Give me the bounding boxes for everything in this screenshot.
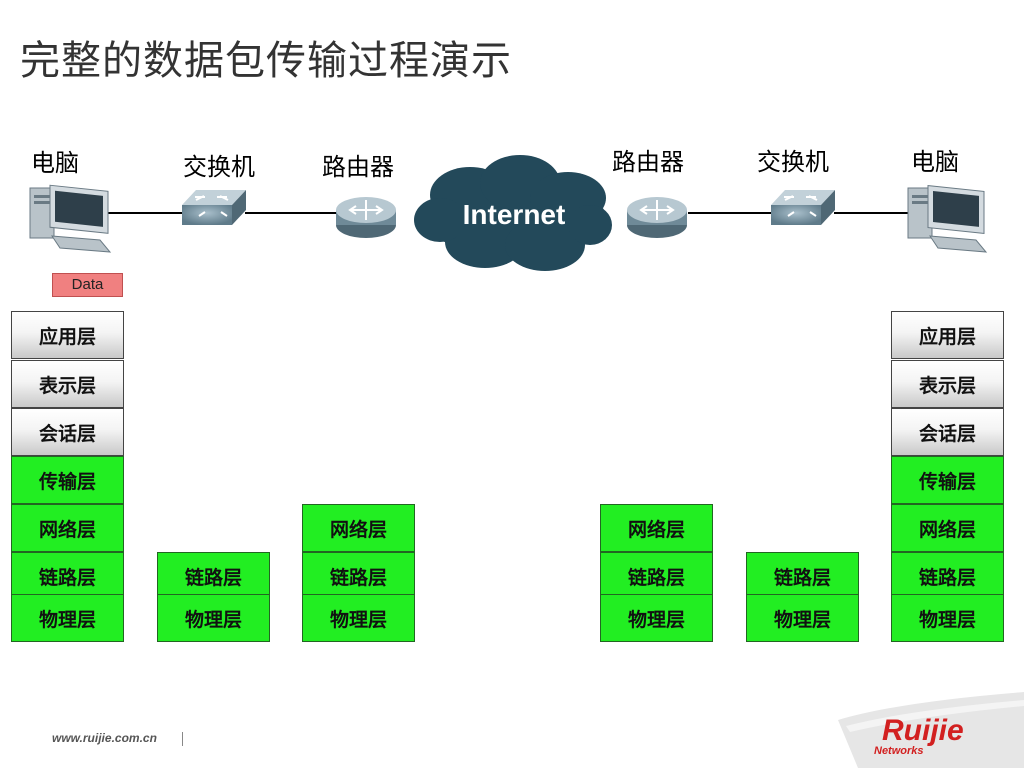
layer-physical-router-right: 物理层 (600, 594, 713, 642)
computer-icon (29, 184, 112, 253)
router-icon (627, 197, 687, 238)
layer-physical-left: 物理层 (11, 594, 124, 642)
logo-swoosh-icon: Ruijie Networks (838, 692, 1024, 768)
computer-icon (907, 184, 988, 253)
footer-divider (182, 732, 183, 746)
layer-physical-right: 物理层 (891, 594, 1004, 642)
layer-network-right: 网络层 (891, 504, 1004, 552)
switch-left-label: 交换机 (183, 153, 255, 181)
layer-datalink-router-right: 链路层 (600, 552, 713, 600)
page-title: 完整的数据包传输过程演示 (20, 38, 512, 84)
layer-application-right: 应用层 (891, 311, 1004, 359)
pc-right-label: 电脑 (911, 148, 959, 176)
layer-presentation-right: 表示层 (891, 360, 1004, 408)
switch-right-label: 交换机 (757, 148, 829, 176)
layer-physical-switch-left: 物理层 (157, 594, 270, 642)
data-packet: Data (52, 273, 123, 297)
layer-presentation-left: 表示层 (11, 360, 124, 408)
layer-session-right: 会话层 (891, 408, 1004, 456)
layer-physical-router-left: 物理层 (302, 594, 415, 642)
internet-label: Internet (463, 199, 566, 230)
layer-session-left: 会话层 (11, 408, 124, 456)
layer-application-left: 应用层 (11, 311, 124, 359)
layer-datalink-switch-left: 链路层 (157, 552, 270, 600)
layer-transport-left: 传输层 (11, 456, 124, 504)
layer-network-router-right: 网络层 (600, 504, 713, 552)
layer-network-left: 网络层 (11, 504, 124, 552)
router-right-label: 路由器 (612, 148, 684, 176)
layer-physical-switch-right: 物理层 (746, 594, 859, 642)
layer-datalink-left: 链路层 (11, 552, 124, 600)
ruijie-logo: Ruijie Networks (838, 692, 1024, 768)
logo-brand: Ruijie (882, 714, 964, 747)
layer-datalink-switch-right: 链路层 (746, 552, 859, 600)
layer-transport-right: 传输层 (891, 456, 1004, 504)
pc-left-label: 电脑 (31, 149, 79, 177)
router-icon (336, 197, 396, 238)
logo-sub: Networks (874, 745, 924, 757)
router-left-label: 路由器 (322, 153, 394, 181)
layer-datalink-router-left: 链路层 (302, 552, 415, 600)
switch-icon (771, 190, 835, 225)
layer-datalink-right: 链路层 (891, 552, 1004, 600)
switch-icon (182, 190, 246, 225)
internet-cloud-icon: Internet (414, 155, 612, 271)
footer-url: www.ruijie.com.cn (52, 731, 157, 745)
network-topology: Internet (29, 155, 988, 271)
layer-network-router-left: 网络层 (302, 504, 415, 552)
